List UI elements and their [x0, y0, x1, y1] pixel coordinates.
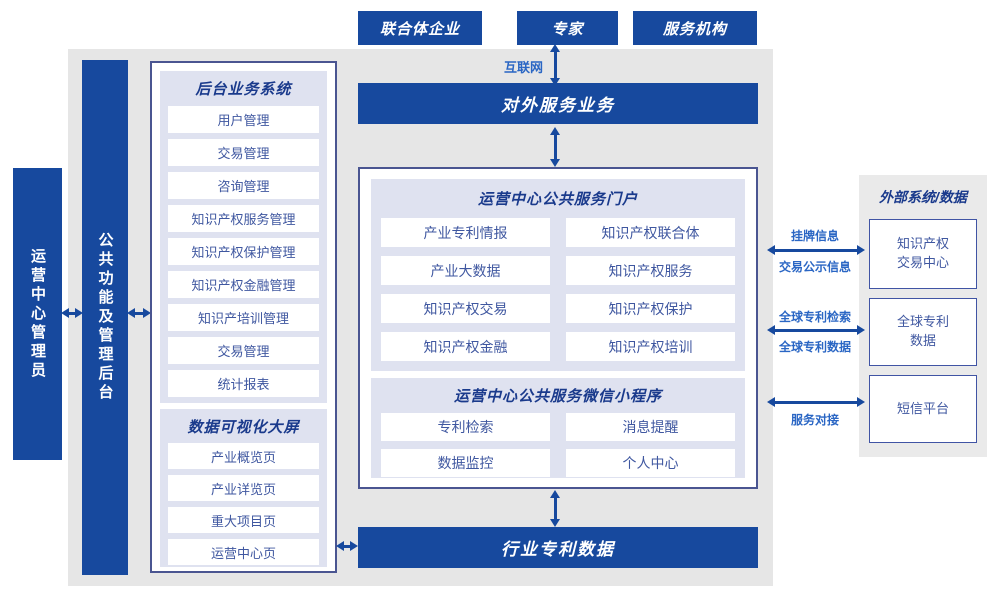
arrow-internet: [550, 44, 560, 86]
arrow-backend-panel: [127, 308, 151, 318]
miniapp-item: 个人中心: [566, 449, 735, 477]
backend-system-panel: 后台业务系统 用户管理 交易管理 咨询管理 知识产权服务管理 知识产权保护管理 …: [160, 71, 327, 403]
miniapp-item: 专利检索: [381, 413, 550, 441]
dashboard-title: 数据可视化大屏: [187, 419, 300, 436]
backend-item: 统计报表: [168, 370, 319, 397]
miniapp-item: 数据监控: [381, 449, 550, 477]
dashboard-item: 重大项目页: [168, 507, 319, 533]
portal-item: 知识产权培训: [566, 332, 735, 361]
portal-item: 知识产权交易: [381, 294, 550, 323]
miniapp-panel: 运营中心公共服务微信小程序 专利检索 消息提醒 数据监控 个人中心: [371, 378, 745, 478]
industry-patent-bar: 行业专利数据: [358, 527, 758, 568]
external-systems-panel: 外部系统/数据 知识产权 交易中心 全球专利 数据 短信平台: [859, 175, 987, 457]
center-panel: 运营中心公共服务门户 产业专利情报 知识产权联合体 产业大数据 知识产权服务 知…: [358, 167, 758, 489]
arrow-ip-exchange: [767, 245, 865, 255]
admin-pillar: 运营中心管理员: [13, 168, 62, 460]
arrow-dashboard-industry: [336, 541, 358, 551]
backend-item: 知识产权金融管理: [168, 271, 319, 298]
backend-item: 交易管理: [168, 139, 319, 166]
backend-pillar-label: 公共功能及管理后台: [96, 232, 114, 403]
arrow-admin-backend: [61, 308, 83, 318]
internet-label: 互联网: [503, 60, 543, 75]
dashboard-panel: 数据可视化大屏 产业概览页 产业详览页 重大项目页 运营中心页: [160, 409, 327, 567]
external-box-global-patent: 全球专利 数据: [869, 298, 977, 366]
portal-item: 知识产权金融: [381, 332, 550, 361]
backend-system-title: 后台业务系统: [195, 81, 292, 98]
portal-title: 运营中心公共服务门户: [477, 191, 638, 208]
dashboard-item: 产业概览页: [168, 443, 319, 469]
label-transaction-publicity: 交易公示信息: [778, 260, 851, 274]
external-box-sms: 短信平台: [869, 375, 977, 443]
backend-item: 交易管理: [168, 337, 319, 364]
arrow-portal-to-industry: [550, 490, 560, 527]
backend-item: 咨询管理: [168, 172, 319, 199]
portal-panel: 运营中心公共服务门户 产业专利情报 知识产权联合体 产业大数据 知识产权服务 知…: [371, 179, 745, 371]
portal-item: 知识产权保护: [566, 294, 735, 323]
actor-box-expert: 专家: [517, 11, 618, 45]
arrow-global-patent: [767, 325, 865, 335]
left-panel: 后台业务系统 用户管理 交易管理 咨询管理 知识产权服务管理 知识产权保护管理 …: [150, 61, 337, 573]
miniapp-title: 运营中心公共服务微信小程序: [453, 388, 662, 405]
admin-pillar-label: 运营中心管理员: [29, 247, 46, 381]
actor-box-service-org: 服务机构: [633, 11, 757, 45]
external-systems-title: 外部系统/数据: [879, 189, 967, 205]
backend-pillar: 公共功能及管理后台: [82, 60, 128, 575]
backend-item: 知识产权服务管理: [168, 205, 319, 232]
portal-item: 知识产权联合体: [566, 218, 735, 247]
dashboard-item: 产业详览页: [168, 475, 319, 501]
label-global-patent-search: 全球专利检索: [778, 310, 851, 324]
portal-item: 产业专利情报: [381, 218, 550, 247]
label-service-dock: 服务对接: [790, 413, 839, 427]
actor-box-consortium: 联合体企业: [358, 11, 482, 45]
portal-item: 知识产权服务: [566, 256, 735, 285]
portal-item: 产业大数据: [381, 256, 550, 285]
external-box-ip-exchange: 知识产权 交易中心: [869, 219, 977, 289]
external-service-bar: 对外服务业务: [358, 83, 758, 124]
backend-item: 知识产培训管理: [168, 304, 319, 331]
label-global-patent-data: 全球专利数据: [778, 340, 851, 354]
arrow-sms-service: [767, 397, 865, 407]
backend-item: 知识产权保护管理: [168, 238, 319, 265]
arrow-bar-to-portal: [550, 127, 560, 167]
backend-item: 用户管理: [168, 106, 319, 133]
label-listing-info: 挂牌信息: [790, 229, 839, 243]
miniapp-item: 消息提醒: [566, 413, 735, 441]
dashboard-item: 运营中心页: [168, 539, 319, 565]
